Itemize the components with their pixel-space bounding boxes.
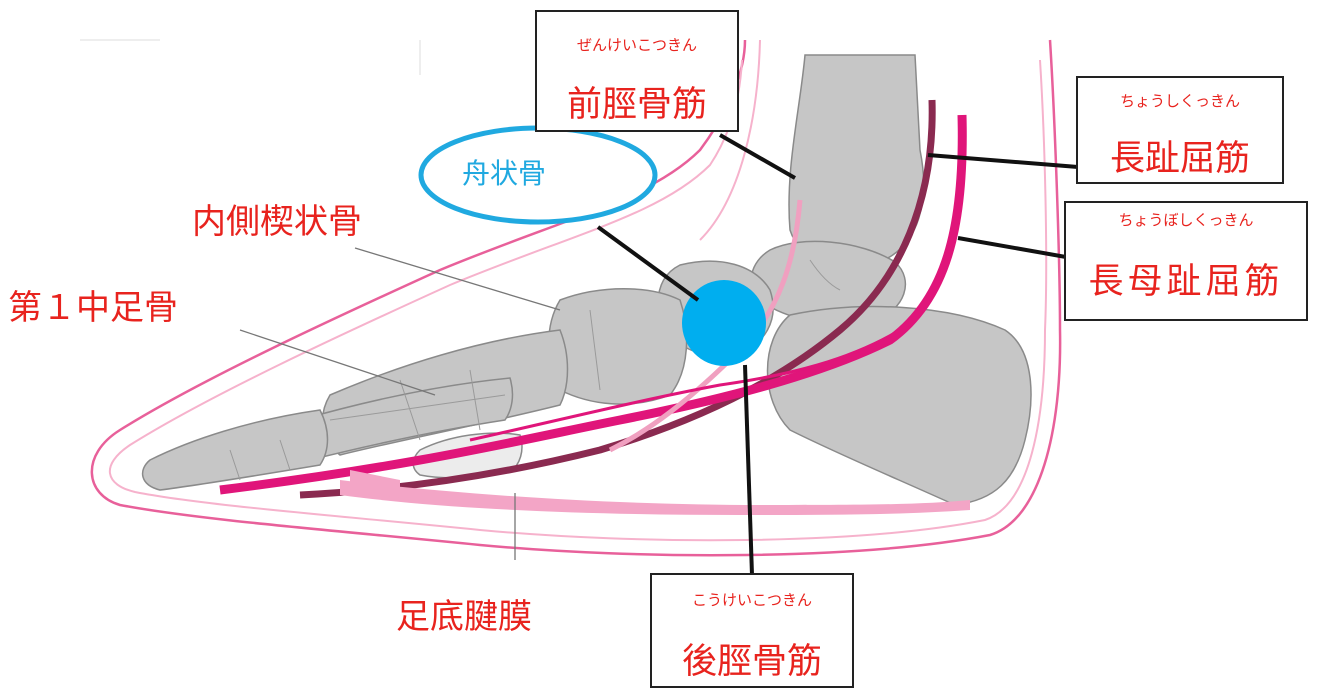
flexor-hallucis-longus-name: 長母趾屈筋 <box>1088 262 1284 302</box>
navicular-marker-dot <box>682 280 766 366</box>
phalanges <box>141 409 329 491</box>
leader-flexor-digitorum <box>927 153 1079 169</box>
leader-tibialis-posterior <box>743 364 754 576</box>
calcaneus-bone <box>766 305 1032 506</box>
tibialis-posterior-tendon <box>469 328 901 442</box>
leader-medial-cuneiform <box>354 247 561 311</box>
medial-cuneiform-label: 内側楔状骨 <box>192 202 362 242</box>
skin-outline-inner <box>109 59 1048 542</box>
flexor-digitorum-longus-name: 長趾屈筋 <box>1109 139 1250 179</box>
tibialis-posterior-furigana: こうけいこつきん <box>691 591 812 609</box>
first-metatarsal-label: 第１中足骨 <box>8 288 178 328</box>
leader-lines <box>596 133 1079 576</box>
flexor-hallucis-longus-box: ちょうぼしくっきん 長母趾屈筋 <box>1064 201 1308 321</box>
flexor-digitorum-longus-tendon <box>299 99 936 499</box>
navicular-label: 舟状骨 <box>462 157 547 190</box>
flexor-hallucis-longus-tendon <box>219 114 967 495</box>
plantar-fascia-label: 足底腱膜 <box>396 597 532 637</box>
medial-cuneiform-bone <box>548 288 688 405</box>
tibialis-posterior-box: こうけいこつきん 後脛骨筋 <box>650 573 854 688</box>
skin-outline-ankle-front <box>699 39 761 241</box>
plantar-fascia-forefoot <box>350 470 400 498</box>
leader-first-metatarsal <box>239 329 436 396</box>
thin-leader-lines <box>239 247 561 560</box>
tibialis-anterior-name: 前脛骨筋 <box>566 85 707 125</box>
flexor-hallucis-longus-furigana: ちょうぼしくっきん <box>1118 211 1254 229</box>
skin-outline-faint <box>80 39 421 75</box>
leader-navicular <box>596 225 700 302</box>
tibialis-posterior-name: 後脛骨筋 <box>681 642 822 682</box>
plantar-fascia-band <box>340 480 970 515</box>
leader-tibialis-anterior <box>719 133 796 180</box>
tibialis-anterior-furigana: ぜんけいこつきん <box>576 36 697 54</box>
flexor-digitorum-longus-box: ちょうしくっきん 長趾屈筋 <box>1076 76 1284 184</box>
leader-flexor-hallucis <box>957 236 1067 259</box>
tibialis-anterior-box: ぜんけいこつきん 前脛骨筋 <box>535 10 739 132</box>
bone-detail-lines <box>229 259 841 481</box>
tibia-bone <box>788 54 925 267</box>
flexor-digitorum-longus-furigana: ちょうしくっきん <box>1119 92 1240 110</box>
